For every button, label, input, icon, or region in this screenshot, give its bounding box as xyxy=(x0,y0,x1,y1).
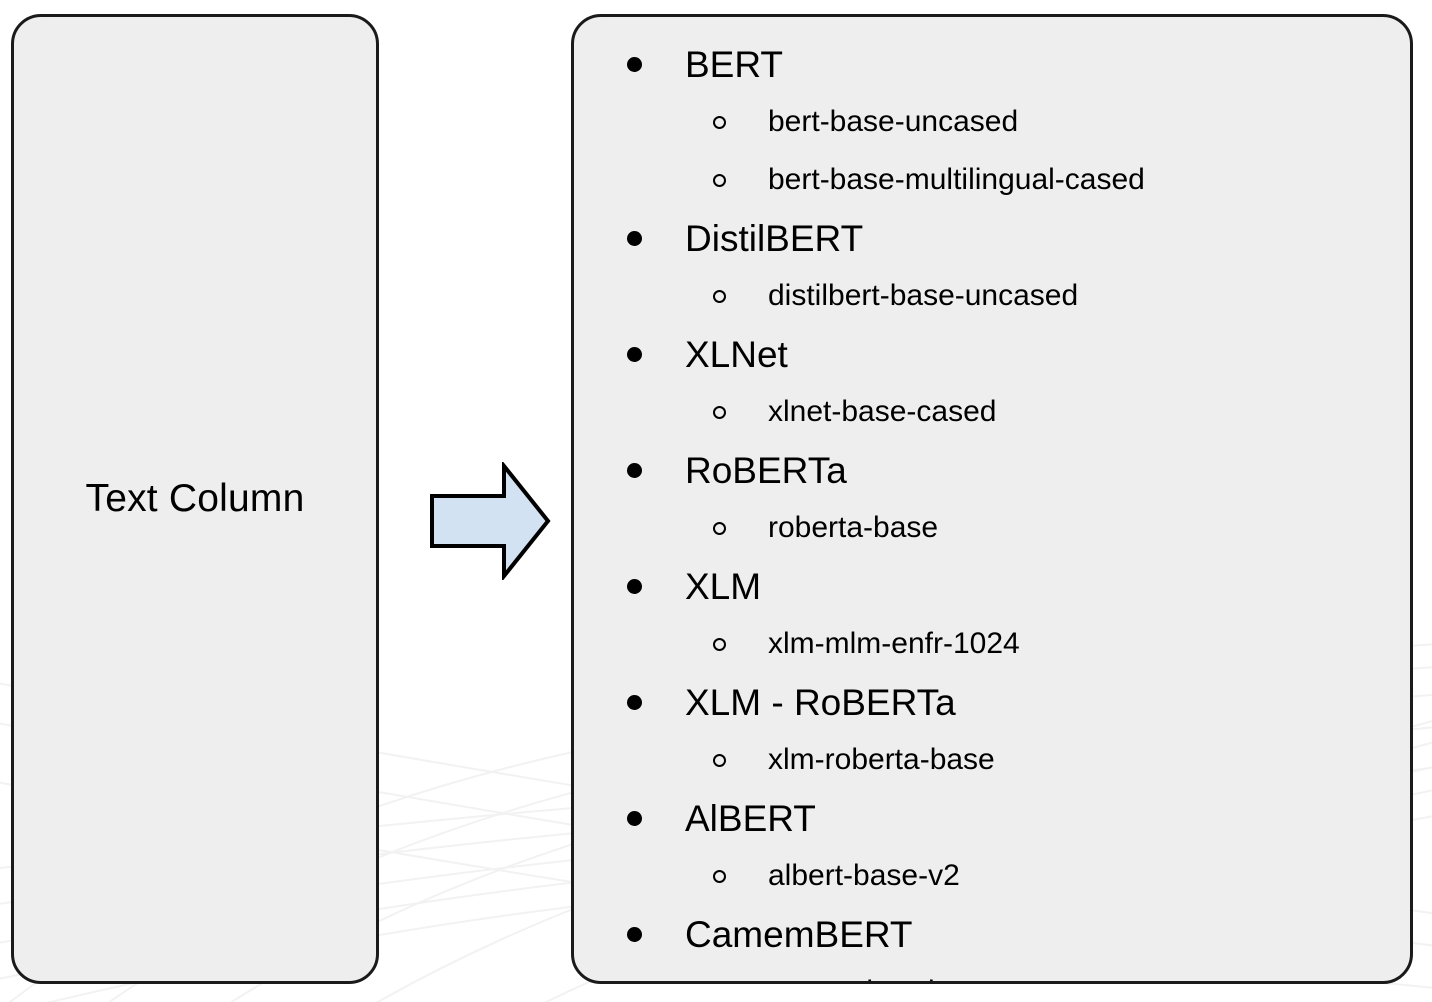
checkpoint-row[interactable]: distilbert-base-uncased xyxy=(574,267,1410,325)
checkpoint-row[interactable]: xlm-mlm-enfr-1024 xyxy=(574,615,1410,673)
model-group: XLNet xlnet-base-cased xyxy=(574,325,1410,441)
checkpoint-label: xlm-mlm-enfr-1024 xyxy=(768,627,1020,660)
checkpoint-list: albert-base-v2 xyxy=(574,847,1410,905)
checkpoint-row[interactable]: roberta-base xyxy=(574,499,1410,557)
checkpoint-label: bert-base-multilingual-cased xyxy=(768,163,1145,196)
model-group-row[interactable]: AlBERT xyxy=(574,789,1410,847)
checkpoint-row[interactable]: xlnet-base-cased xyxy=(574,383,1410,441)
checkpoint-list: roberta-base xyxy=(574,499,1410,557)
model-group-label: XLNet xyxy=(685,333,788,375)
checkpoint-row[interactable]: xlm-roberta-base xyxy=(574,731,1410,789)
checkpoint-list: camembert-base xyxy=(574,963,1410,982)
bullet-filled-icon xyxy=(627,926,642,942)
models-panel: BERT bert-base-uncased bert-base-multiling… xyxy=(571,14,1413,984)
model-group: DistilBERT distilbert-base-uncased xyxy=(574,209,1410,325)
bullet-hollow-icon xyxy=(713,753,726,767)
model-group-row[interactable]: BERT xyxy=(574,35,1410,93)
bullet-hollow-icon xyxy=(713,869,726,883)
checkpoint-label: camembert-base xyxy=(768,977,993,982)
model-group-row[interactable]: XLM xyxy=(574,557,1410,615)
model-group-row[interactable]: DistilBERT xyxy=(574,209,1410,267)
model-group-label: XLM xyxy=(685,565,762,607)
checkpoint-row[interactable]: bert-base-uncased xyxy=(574,93,1410,151)
model-group-row[interactable]: XLM - RoBERTa xyxy=(574,673,1410,731)
source-column-label: Text Column xyxy=(85,477,305,520)
bullet-hollow-icon xyxy=(713,521,726,535)
checkpoint-label: roberta-base xyxy=(768,511,939,544)
model-group-row[interactable]: CamemBERT xyxy=(574,905,1410,963)
checkpoint-list: xlm-mlm-enfr-1024 xyxy=(574,615,1410,673)
checkpoint-label: xlnet-base-cased xyxy=(768,395,997,428)
bullet-filled-icon xyxy=(627,578,642,594)
checkpoint-label: albert-base-v2 xyxy=(768,859,960,892)
source-column-panel: Text Column xyxy=(11,14,379,984)
model-group-row[interactable]: XLNet xyxy=(574,325,1410,383)
model-group: RoBERTa roberta-base xyxy=(574,441,1410,557)
checkpoint-row[interactable]: albert-base-v2 xyxy=(574,847,1410,905)
model-list: BERT bert-base-uncased bert-base-multiling… xyxy=(574,17,1410,982)
right-block-arrow-icon xyxy=(430,462,551,580)
model-group-row[interactable]: RoBERTa xyxy=(574,441,1410,499)
bullet-hollow-icon xyxy=(713,289,726,303)
bullet-filled-icon xyxy=(627,346,642,362)
model-group: CamemBERT camembert-base xyxy=(574,905,1410,982)
bullet-filled-icon xyxy=(627,230,642,246)
checkpoint-list: bert-base-uncased bert-base-multilingual-… xyxy=(574,93,1410,209)
checkpoint-list: xlnet-base-cased xyxy=(574,383,1410,441)
model-group: BERT bert-base-uncased bert-base-multiling… xyxy=(574,35,1410,209)
bullet-filled-icon xyxy=(627,810,642,826)
checkpoint-label: bert-base-uncased xyxy=(768,105,1019,138)
checkpoint-row[interactable]: bert-base-multilingual-cased xyxy=(574,151,1410,209)
model-group-label: BERT xyxy=(685,43,784,85)
bullet-hollow-icon xyxy=(713,637,726,651)
model-group-label: CamemBERT xyxy=(685,913,913,955)
bullet-filled-icon xyxy=(627,56,642,72)
checkpoint-list: distilbert-base-uncased xyxy=(574,267,1410,325)
model-group-label: RoBERTa xyxy=(685,449,847,491)
bullet-hollow-icon xyxy=(713,115,726,129)
model-group-label: XLM - RoBERTa xyxy=(685,681,956,723)
checkpoint-label: distilbert-base-uncased xyxy=(768,279,1079,312)
model-group-label: DistilBERT xyxy=(685,217,864,259)
model-group: XLM - RoBERTa xlm-roberta-base xyxy=(574,673,1410,789)
checkpoint-list: xlm-roberta-base xyxy=(574,731,1410,789)
model-group-label: AlBERT xyxy=(685,797,816,839)
bullet-hollow-icon xyxy=(713,173,726,187)
bullet-hollow-icon xyxy=(713,405,726,419)
model-group: AlBERT albert-base-v2 xyxy=(574,789,1410,905)
checkpoint-row[interactable]: camembert-base xyxy=(574,963,1410,982)
bullet-filled-icon xyxy=(627,462,642,478)
checkpoint-label: xlm-roberta-base xyxy=(768,743,995,776)
bullet-filled-icon xyxy=(627,694,642,710)
